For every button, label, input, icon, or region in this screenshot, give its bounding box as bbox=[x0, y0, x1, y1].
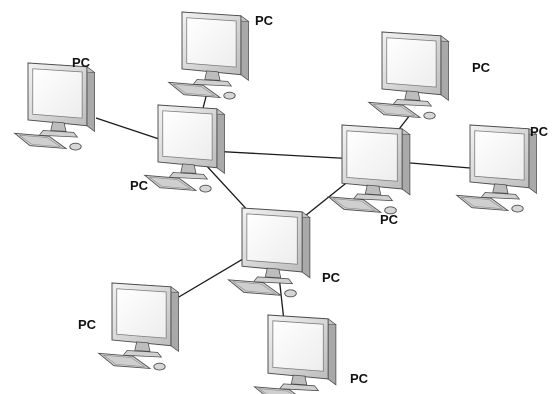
keyboard bbox=[97, 352, 152, 370]
keyboard-keys bbox=[102, 354, 146, 367]
keyboard bbox=[167, 81, 222, 99]
keyboard bbox=[253, 386, 297, 394]
pc-label: PC bbox=[380, 212, 399, 227]
mouse bbox=[384, 206, 397, 215]
monitor-screen bbox=[32, 68, 83, 119]
keyboard-keys bbox=[172, 83, 216, 96]
monitor-screen bbox=[386, 37, 437, 88]
monitor-stand bbox=[134, 341, 151, 352]
keyboard bbox=[327, 196, 383, 213]
monitor-stand bbox=[290, 374, 308, 386]
pc-label: PC bbox=[322, 270, 341, 285]
keyboard-keys bbox=[332, 198, 377, 211]
desktop-computer-icon bbox=[253, 314, 337, 394]
monitor-side bbox=[440, 35, 449, 102]
monitor-stand bbox=[264, 267, 282, 279]
pc-label: PC bbox=[350, 371, 369, 386]
monitor-screen bbox=[346, 130, 398, 182]
monitor-base bbox=[38, 130, 79, 138]
desktop-computer-icon bbox=[327, 124, 411, 215]
monitor-stand bbox=[204, 70, 221, 81]
pc-label: PC bbox=[530, 124, 549, 139]
mouse bbox=[223, 91, 236, 100]
monitor-base bbox=[392, 99, 433, 107]
pc-label: PC bbox=[72, 55, 91, 70]
monitor-stand bbox=[492, 183, 509, 194]
desktop-computer-icon bbox=[167, 11, 250, 100]
mouse bbox=[153, 362, 166, 371]
monitor-screen bbox=[186, 17, 237, 68]
monitor-stand bbox=[50, 121, 67, 132]
desktop-computer-icon bbox=[367, 31, 450, 120]
keyboard bbox=[367, 101, 422, 119]
monitor-side bbox=[401, 128, 411, 196]
pc-label: PC bbox=[255, 13, 274, 28]
desktop-computer-icon bbox=[13, 62, 96, 151]
monitor-side bbox=[86, 66, 95, 133]
mouse bbox=[284, 289, 297, 298]
keyboard-keys bbox=[148, 176, 192, 189]
monitor-side bbox=[301, 211, 311, 279]
desktop-computer-icon bbox=[97, 282, 180, 371]
mouse bbox=[511, 204, 524, 213]
monitor-base bbox=[352, 193, 394, 202]
keyboard-keys bbox=[460, 196, 504, 209]
monitor-screen bbox=[116, 288, 167, 339]
keyboard bbox=[227, 279, 283, 296]
keyboard bbox=[143, 174, 198, 192]
monitor-screen bbox=[246, 213, 298, 265]
monitor-stand bbox=[180, 163, 197, 174]
monitor-base bbox=[192, 79, 233, 87]
monitor-stand bbox=[364, 184, 382, 196]
computer-nodes bbox=[13, 11, 538, 394]
desktop-computer-icon bbox=[227, 207, 311, 298]
mouse bbox=[199, 184, 212, 193]
keyboard-keys bbox=[372, 103, 416, 116]
monitor-base bbox=[480, 192, 521, 200]
keyboard-keys bbox=[18, 134, 62, 147]
keyboard bbox=[455, 194, 510, 212]
desktop-computer-icon bbox=[455, 124, 538, 213]
monitor-base bbox=[278, 383, 320, 392]
pc-label: PC bbox=[472, 60, 491, 75]
pc-label: PC bbox=[78, 317, 97, 332]
monitor-side bbox=[240, 15, 249, 82]
keyboard-keys bbox=[258, 388, 293, 394]
monitor-screen bbox=[272, 320, 324, 372]
keyboard bbox=[13, 132, 68, 150]
desktop-computer-icon bbox=[143, 104, 226, 193]
node-labels: PC PC PC PC PC PC PC PC PC bbox=[72, 13, 549, 386]
keyboard-keys bbox=[232, 281, 277, 294]
monitor-screen bbox=[474, 130, 525, 181]
monitor-screen bbox=[162, 110, 213, 161]
monitor-base bbox=[122, 350, 163, 358]
monitor-side bbox=[327, 318, 337, 386]
mouse bbox=[423, 111, 436, 120]
monitor-side bbox=[170, 286, 179, 353]
monitor-side bbox=[216, 108, 225, 175]
monitor-base bbox=[252, 276, 294, 285]
monitor-base bbox=[168, 172, 209, 180]
mouse bbox=[69, 142, 82, 151]
monitor-stand bbox=[404, 90, 421, 101]
pc-label: PC bbox=[130, 178, 149, 193]
